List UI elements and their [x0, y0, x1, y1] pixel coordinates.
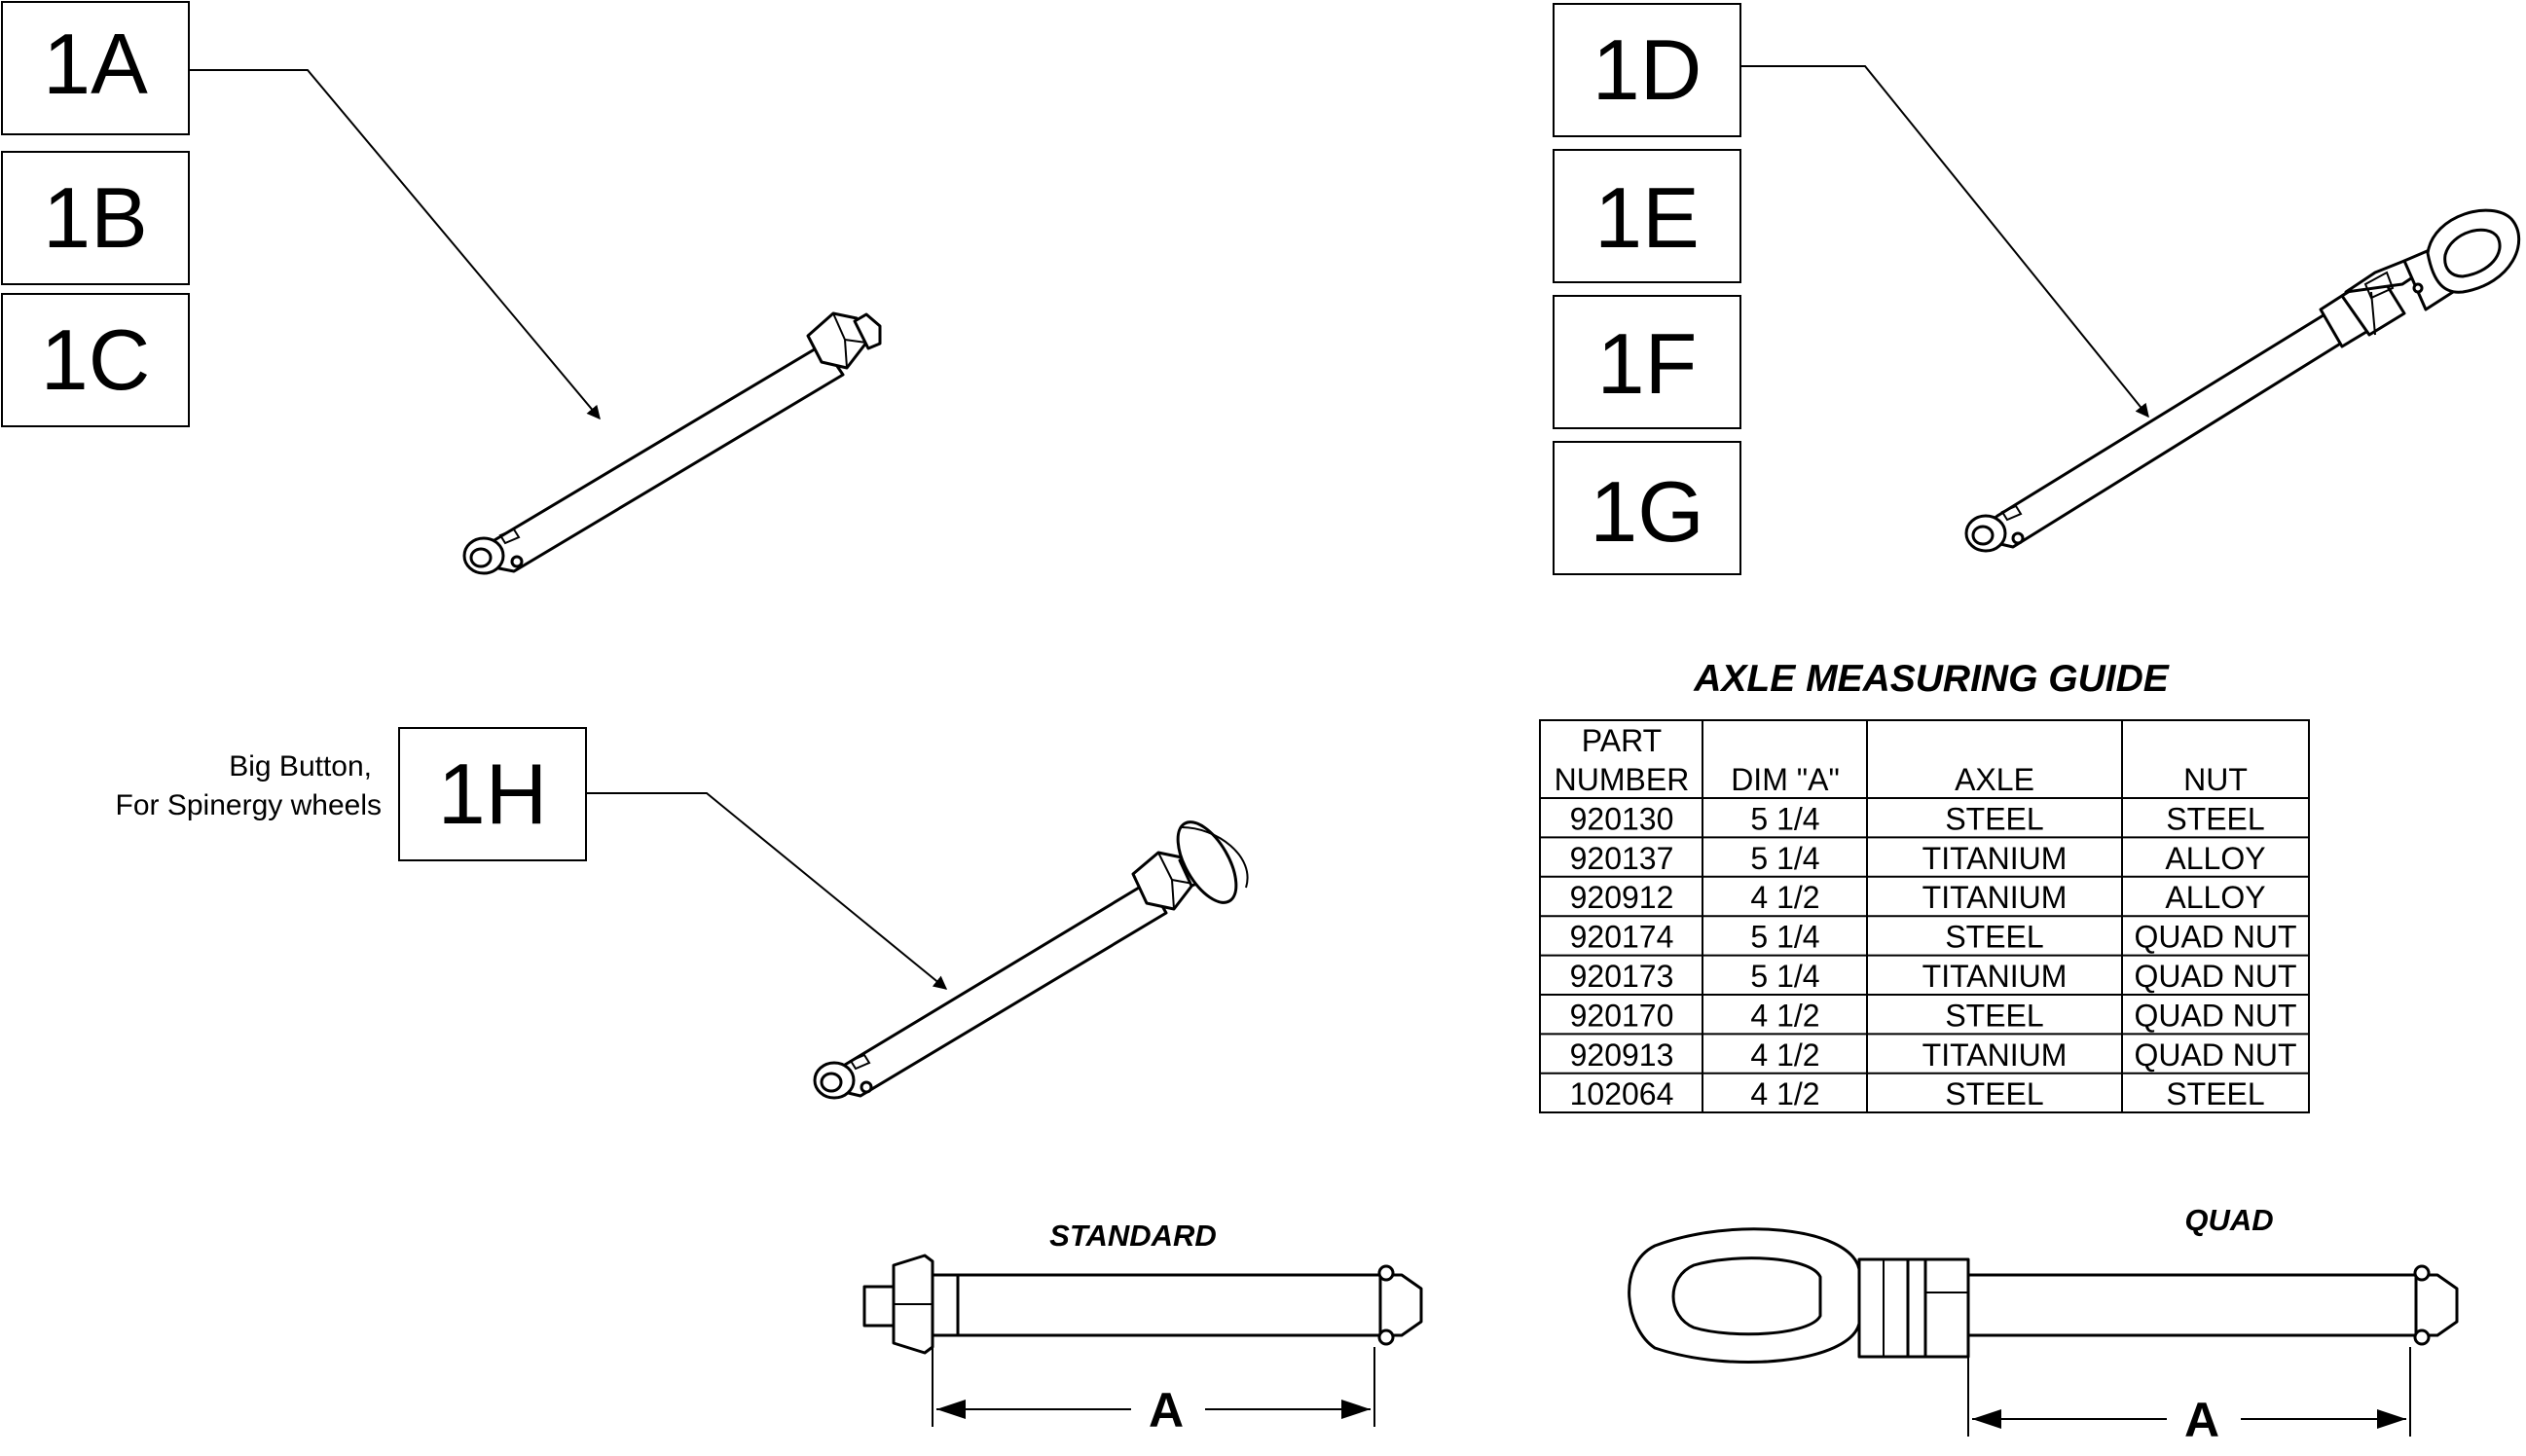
leader-line-1d — [1740, 65, 2149, 419]
axle-measuring-guide: AXLE MEASURING GUIDE PART NUMBER DIM "A"… — [1539, 658, 2310, 1113]
guide-row: 920174 5 1/4 STEEL QUAD NUT — [1570, 920, 2297, 955]
guide-cell-axle: TITANIUM — [1922, 880, 2068, 915]
standard-axle-view: STANDARD A — [862, 1219, 1423, 1438]
quad-axle-view: QUAD A — [1628, 1203, 2459, 1447]
guide-cell-dim: 5 1/4 — [1750, 920, 1819, 955]
guide-cell-axle: TITANIUM — [1922, 841, 2068, 876]
guide-cell-part: 102064 — [1570, 1076, 1674, 1111]
header-dim: DIM "A" — [1731, 762, 1840, 797]
callout-1a: 1A — [1, 1, 190, 135]
guide-row: 920913 4 1/2 TITANIUM QUAD NUT — [1570, 1037, 2297, 1073]
header-part-line2: NUMBER — [1555, 762, 1690, 797]
guide-cell-dim: 4 1/2 — [1750, 1037, 1819, 1073]
guide-cell-nut: ALLOY — [2165, 841, 2265, 876]
guide-cell-part: 920137 — [1570, 841, 1674, 876]
quad-dim-label: A — [2184, 1393, 2219, 1447]
callout-1d: 1D — [1553, 3, 1741, 137]
guide-cell-nut: QUAD NUT — [2134, 959, 2296, 994]
guide-cell-dim: 4 1/2 — [1750, 1076, 1819, 1111]
guide-cell-part: 920170 — [1570, 998, 1674, 1033]
header-part-line1: PART — [1582, 723, 1662, 758]
guide-row: 920130 5 1/4 STEEL STEEL — [1570, 801, 2265, 836]
callout-1h: 1H — [398, 727, 587, 861]
callout-1g: 1G — [1553, 441, 1741, 575]
guide-cell-part: 920174 — [1570, 920, 1674, 955]
guide-cell-nut: QUAD NUT — [2134, 998, 2296, 1033]
callout-1b: 1B — [1, 151, 190, 285]
axle-1h-illustration — [813, 820, 1249, 1100]
guide-row: 920170 4 1/2 STEEL QUAD NUT — [1570, 998, 2297, 1033]
callout-1d-label: 1D — [1592, 21, 1702, 118]
callout-1c-label: 1C — [41, 311, 151, 408]
callout-1e: 1E — [1553, 149, 1741, 283]
header-axle: AXLE — [1955, 762, 2034, 797]
guide-cell-nut: ALLOY — [2165, 880, 2265, 915]
callout-1e-label: 1E — [1594, 169, 1700, 266]
leader-line-1h — [586, 792, 948, 990]
standard-label: STANDARD — [1049, 1219, 1217, 1253]
guide-row: 920137 5 1/4 TITANIUM ALLOY — [1570, 841, 2266, 876]
callout-1g-label: 1G — [1590, 463, 1703, 560]
guide-cell-dim: 5 1/4 — [1750, 841, 1819, 876]
guide-cell-nut: QUAD NUT — [2134, 1037, 2296, 1073]
callout-1c: 1C — [1, 293, 190, 427]
guide-cell-axle: STEEL — [1945, 920, 2043, 955]
guide-cell-axle: TITANIUM — [1922, 1037, 2068, 1073]
guide-title: AXLE MEASURING GUIDE — [1693, 658, 2170, 700]
guide-row: 102064 4 1/2 STEEL STEEL — [1570, 1076, 2265, 1111]
guide-cell-axle: TITANIUM — [1922, 959, 2068, 994]
note-1h: Big Button, For Spinergy wheels — [116, 750, 382, 821]
guide-cell-part: 920130 — [1570, 801, 1674, 836]
header-nut: NUT — [2183, 762, 2248, 797]
guide-cell-nut: STEEL — [2166, 1076, 2264, 1111]
guide-row: 920912 4 1/2 TITANIUM ALLOY — [1570, 880, 2266, 915]
guide-cell-axle: STEEL — [1945, 801, 2043, 836]
guide-header-row: PART NUMBER DIM "A" AXLE NUT — [1555, 723, 2248, 797]
callout-1h-label: 1H — [438, 746, 548, 842]
guide-cell-part: 920173 — [1570, 959, 1674, 994]
note-1h-line1: Big Button, — [229, 750, 372, 783]
guide-cell-dim: 4 1/2 — [1750, 998, 1819, 1033]
guide-cell-part: 920912 — [1570, 880, 1674, 915]
guide-cell-dim: 5 1/4 — [1750, 801, 1819, 836]
callout-1f: 1F — [1553, 295, 1741, 429]
note-1h-line2: For Spinergy wheels — [116, 789, 382, 821]
guide-cell-axle: STEEL — [1945, 998, 2043, 1033]
guide-cell-axle: STEEL — [1945, 1076, 2043, 1111]
leader-line-1a — [189, 69, 601, 420]
standard-dim-label: A — [1149, 1383, 1184, 1438]
axle-1d-illustration — [1964, 208, 2521, 553]
axle-1a-illustration — [462, 311, 882, 575]
guide-cell-dim: 4 1/2 — [1750, 880, 1819, 915]
guide-cell-dim: 5 1/4 — [1750, 959, 1819, 994]
guide-row: 920173 5 1/4 TITANIUM QUAD NUT — [1570, 959, 2297, 994]
guide-cell-nut: QUAD NUT — [2134, 920, 2296, 955]
guide-cell-part: 920913 — [1570, 1037, 1674, 1073]
callout-1f-label: 1F — [1597, 315, 1698, 412]
callout-1b-label: 1B — [43, 169, 148, 266]
guide-cell-nut: STEEL — [2166, 801, 2264, 836]
callout-1a-label: 1A — [43, 16, 148, 112]
quad-label: QUAD — [2184, 1203, 2273, 1237]
